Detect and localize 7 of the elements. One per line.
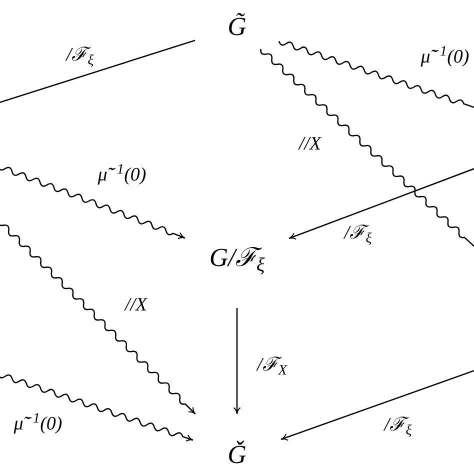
edge-label: /ℱ$_{X}$	[255, 356, 289, 374]
edge-label: /ℱ$_{ξ}$	[382, 416, 414, 434]
node-label: G/ℱ$_{ξ}$	[208, 242, 266, 274]
edge-label: /ℱ$_{ξ}$	[342, 224, 374, 242]
node-label: G̃	[226, 10, 248, 43]
node-label: Ǧ	[226, 438, 248, 471]
edge-label: /ℱ$_{ξ}$	[64, 46, 96, 64]
